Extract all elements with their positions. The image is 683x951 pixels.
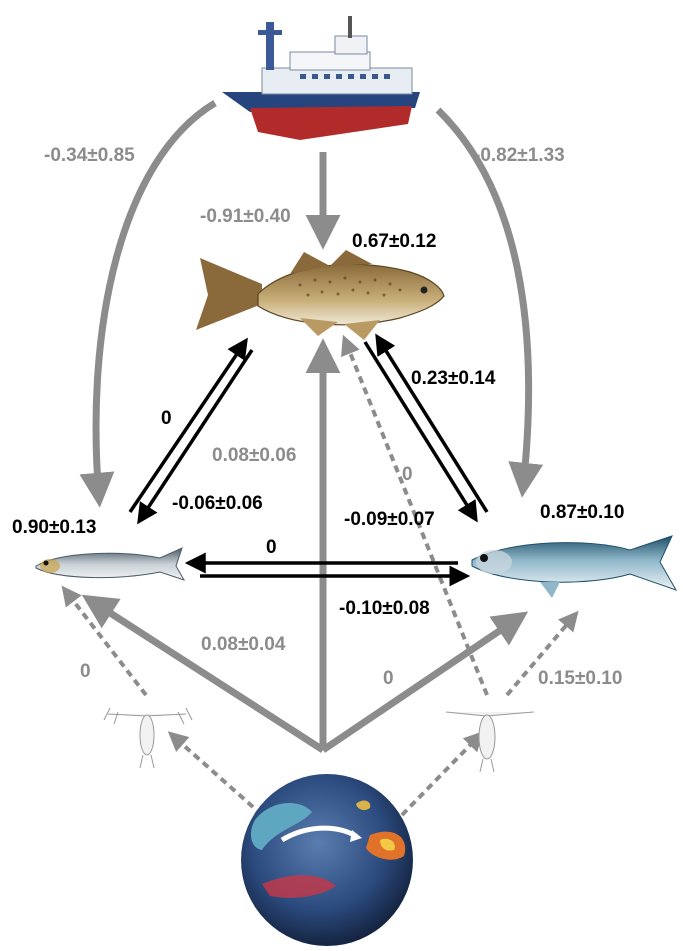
edge-label-cod-to-sprat: -0.06±0.06: [172, 493, 263, 514]
edge-label-sprat-to-herring: -0.10±0.08: [339, 598, 430, 619]
edge-label-ship-to-cod: -0.91±0.40: [200, 206, 291, 227]
node-value-cod: 0.67±0.12: [352, 231, 436, 252]
edge-label-herring-to-cod: 0.23±0.14: [411, 368, 496, 389]
edge-label-ship-to-sprat: -0.34±0.85: [44, 145, 135, 166]
copepod-right-icon: [446, 712, 534, 772]
arrow-ship-to-herring: [438, 110, 529, 488]
fishing-vessel-icon: [222, 16, 420, 140]
edge-label-cod-to-herring: -0.09±0.07: [344, 509, 435, 530]
node-value-herring: 0.87±0.10: [540, 502, 624, 523]
arrow-climate-to-zoo-left: [172, 735, 262, 815]
arrow-herring-to-cod: [378, 338, 487, 512]
edge-label-climate-to-sprat: 0.08±0.04: [201, 634, 286, 655]
arrow-sprat-to-cod: [130, 342, 245, 512]
edge-label-zoo-right-to-herring: 0.15±0.10: [538, 668, 622, 689]
sprat-fish-icon: [36, 548, 184, 580]
herring-fish-icon: [472, 536, 676, 598]
edge-label-herring-to-sprat: 0: [266, 537, 277, 558]
arrow-zoo-left-to-sprat: [65, 590, 146, 695]
edge-label-zoo-right-to-cod: 0: [402, 464, 413, 485]
edge-label-zoo-left-to-sprat: 0: [80, 661, 91, 682]
copepod-left-icon: [104, 708, 192, 768]
arrow-climate-to-sprat: [90, 600, 323, 750]
edge-label-ship-to-herring: -0.82±1.33: [474, 145, 565, 166]
edge-label-climate-to-cod: 0.08±0.06: [212, 445, 296, 466]
edge-label-sprat-to-cod: 0: [161, 408, 172, 429]
globe-climate-icon: [241, 774, 413, 946]
arrow-climate-to-zoo-right: [402, 735, 480, 815]
cod-fish-icon: [196, 250, 444, 340]
node-value-sprat: 0.90±0.13: [12, 517, 96, 538]
edge-label-climate-to-herring: 0: [383, 668, 394, 689]
